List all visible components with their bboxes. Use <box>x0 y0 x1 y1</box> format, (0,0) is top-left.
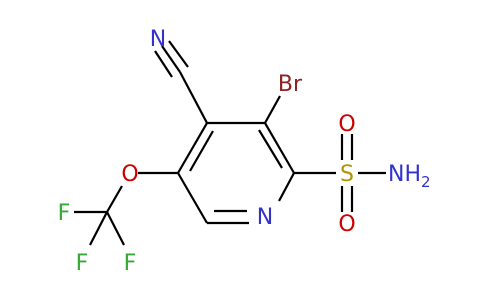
bonds <box>74 40 386 246</box>
bond-cn-triple-3 <box>168 40 189 68</box>
atom-ether-o: O <box>121 162 138 187</box>
atom-br: Br <box>278 72 303 97</box>
bond-n1-c2 <box>278 172 295 202</box>
atom-nh2-subscript: 2 <box>421 173 431 191</box>
bond-c-f2 <box>89 211 108 246</box>
bond-c4-cn <box>179 71 208 124</box>
bond-cn-triple-1 <box>161 45 181 73</box>
bond-c-f3 <box>106 211 125 246</box>
atom-f3: F <box>124 251 137 276</box>
bond-c4-c5-inner <box>189 130 214 172</box>
bond-o-cf3 <box>106 185 123 213</box>
atom-nitrile-n: N <box>150 27 166 52</box>
atom-nh2: NH2 <box>388 162 431 191</box>
bond-c3-br <box>264 95 281 124</box>
bond-c4-c5 <box>177 122 208 174</box>
atom-s: S <box>340 162 354 187</box>
atom-ring-n: N <box>257 205 273 230</box>
bond-c2-c3-inner <box>258 129 283 169</box>
bond-c5-c6 <box>177 172 208 224</box>
bond-c2-c3 <box>264 122 295 174</box>
bond-cn-triple-2 <box>154 50 173 78</box>
atom-labels: N Br N O F F F S O O NH2 <box>58 27 431 276</box>
atom-f2: F <box>76 251 89 276</box>
atom-o-bottom: O <box>338 212 355 237</box>
atom-nh2-main: NH <box>388 162 421 187</box>
atom-f1: F <box>58 201 71 226</box>
atom-o-top: O <box>338 112 355 137</box>
